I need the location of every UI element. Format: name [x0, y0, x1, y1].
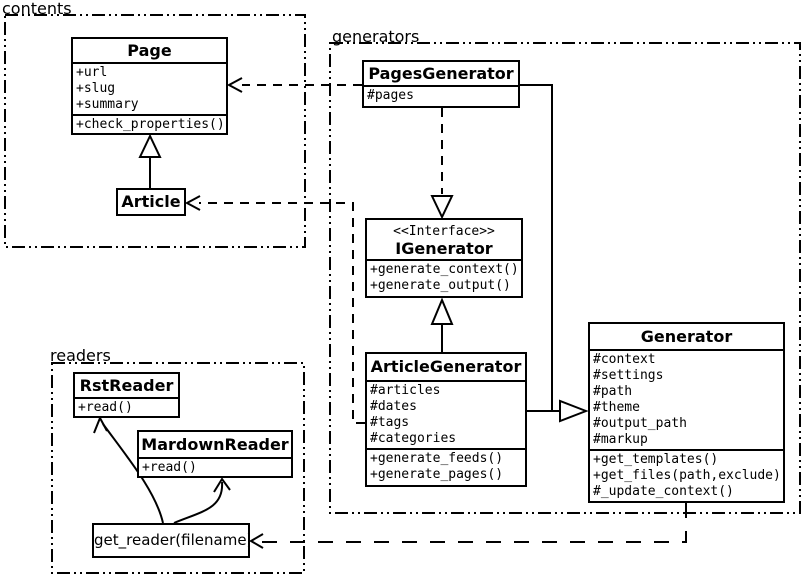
member-row: #context: [593, 352, 656, 367]
class-article: Article: [116, 188, 186, 216]
readers-package-label: readers: [50, 346, 111, 365]
member-row: +get_templates(): [593, 452, 719, 467]
class-rstreader: RstReader +read(): [73, 372, 180, 418]
getreader-function-box: get_reader(filename): [92, 523, 250, 558]
readers-package-border: [51, 362, 305, 574]
member-row: #settings: [593, 368, 664, 383]
member-row: #pages: [367, 88, 414, 103]
class-title: Article: [121, 192, 181, 211]
stereotype-label: <<Interface>>: [393, 224, 495, 239]
dependency-articlegenerator-to-article: [199, 202, 365, 424]
member-row: #categories: [370, 431, 457, 446]
member-row: +generate_feeds(): [370, 451, 504, 466]
member-row: +url: [76, 65, 108, 80]
open-arrowhead: [93, 415, 108, 434]
methods-section: +get_templates() +get_files(path,exclude…: [590, 449, 783, 501]
attributes-section: #pages: [364, 85, 518, 105]
class-title: Page: [127, 41, 172, 60]
class-generator: Generator #context #settings #path #them…: [588, 322, 785, 503]
open-arrowhead: [226, 77, 243, 93]
member-row: #theme: [593, 400, 640, 415]
connectors: [93, 77, 687, 549]
attributes-section: +url +slug +summary: [73, 62, 226, 114]
member-row: +read(): [142, 460, 197, 475]
member-row: +generate_output(): [370, 278, 511, 293]
member-row: +get_files(path,exclude): [593, 468, 781, 483]
association-getreader-to-mardownreader: [173, 481, 224, 524]
member-row: +generate_pages(): [370, 467, 504, 482]
generalization-generators-to-generator: [520, 84, 560, 412]
member-row: +generate_context(): [370, 262, 519, 277]
member-row: +slug: [76, 81, 116, 96]
member-row: #output_path: [593, 416, 687, 431]
member-row: #_update_context(): [593, 484, 734, 499]
attributes-section: #context #settings #path #theme #output_…: [590, 349, 783, 449]
methods-section: +read(): [139, 457, 291, 476]
methods-section: +read(): [75, 397, 178, 416]
member-row: #path: [593, 384, 633, 399]
dependency-generator-to-getreader: [261, 503, 687, 543]
hollow-triangle-arrowhead: [138, 133, 162, 158]
generators-package-border: [329, 42, 801, 514]
contents-package-border: [4, 14, 306, 248]
member-row: #markup: [593, 432, 648, 447]
contents-package-label: contents: [2, 0, 72, 18]
member-row: #tags: [370, 415, 410, 430]
class-title: Generator: [640, 327, 733, 346]
member-row: +summary: [76, 97, 139, 112]
hollow-triangle-arrowhead: [430, 297, 454, 325]
open-arrowhead: [249, 533, 264, 549]
class-mardownreader: MardownReader +read(): [137, 430, 293, 478]
class-title: RstReader: [79, 376, 174, 395]
hollow-triangle-arrowhead: [559, 399, 589, 423]
class-articlegenerator: ArticleGenerator #articles #dates #tags …: [365, 352, 527, 487]
open-arrowhead: [213, 477, 231, 493]
generators-package-label: generators: [332, 27, 420, 46]
attributes-section: #articles #dates #tags #categories: [367, 380, 525, 448]
class-title: PagesGenerator: [368, 64, 514, 83]
member-row: #articles: [370, 383, 441, 398]
class-title: ArticleGenerator: [370, 357, 522, 376]
methods-section: +generate_feeds() +generate_pages(): [367, 448, 525, 484]
class-title: MardownReader: [141, 435, 289, 454]
member-row: #dates: [370, 399, 417, 414]
member-row: +check_properties(): [76, 117, 225, 132]
open-arrowhead: [184, 195, 201, 211]
package-borders: [4, 14, 801, 574]
methods-section: +generate_context() +generate_output(): [367, 259, 521, 295]
function-label: get_reader(filename): [94, 531, 250, 549]
class-pagesgenerator: PagesGenerator #pages: [362, 60, 520, 108]
interface-igenerator: <<Interface>> IGenerator +generate_conte…: [365, 218, 523, 298]
class-page: Page +url +slug +summary +check_properti…: [71, 37, 228, 135]
methods-section: +check_properties(): [73, 114, 226, 133]
class-title: IGenerator: [395, 239, 493, 258]
hollow-triangle-arrowhead: [430, 195, 454, 220]
member-row: +read(): [78, 400, 133, 415]
